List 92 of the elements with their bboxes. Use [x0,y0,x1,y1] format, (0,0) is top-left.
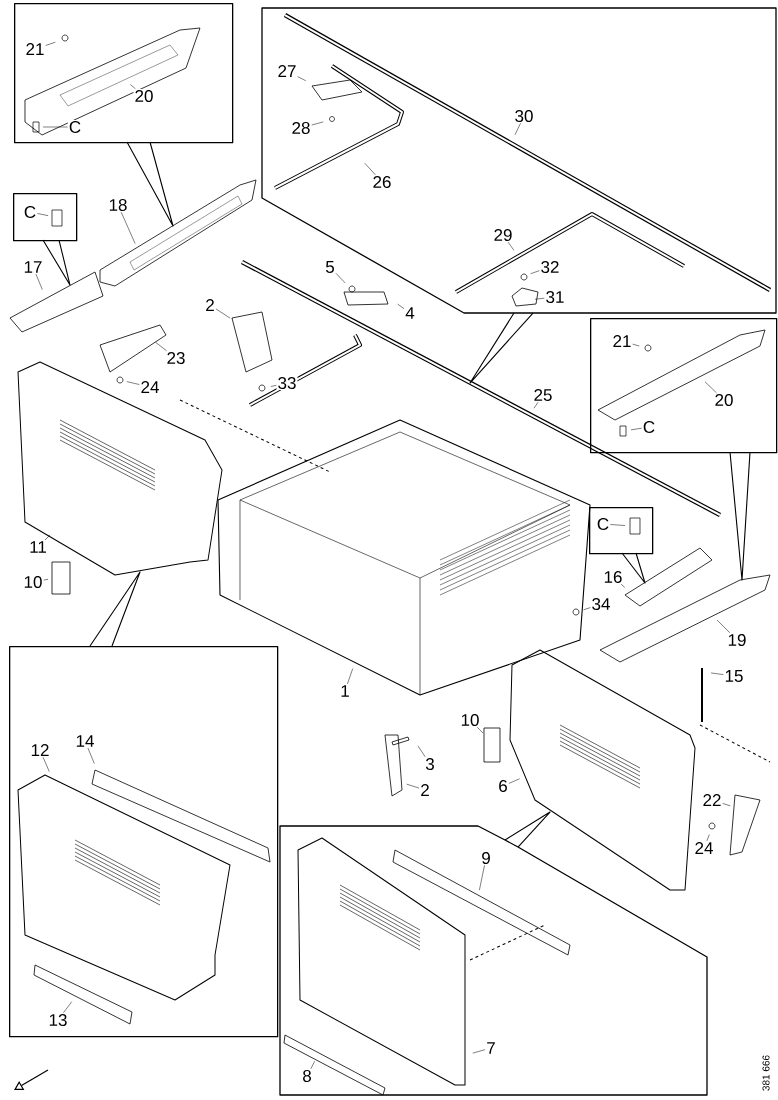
callout-number: C [67,120,83,135]
inset-frame [14,3,234,227]
callout-number: 20 [713,393,735,408]
callout-number: 28 [290,121,312,136]
leader-line [479,864,485,891]
leader-line [35,273,43,290]
callout-number: 17 [22,260,44,274]
leader-line [508,778,520,784]
callout-number: 29 [492,228,514,243]
callout-number: C [22,205,38,220]
callout-number: C [641,420,657,435]
callout-number: 2 [204,298,216,312]
leader-line [507,242,515,251]
callout-number: 24 [139,380,161,394]
leader-line [706,834,710,842]
callout-number: 25 [532,388,554,402]
leader-line [472,1049,486,1054]
leader-line [476,727,484,734]
callout-number: 14 [74,734,96,748]
leader-line [347,668,353,685]
callout-number: 19 [726,633,748,648]
leader-line [710,672,724,675]
figure-number: 381 666 [762,1055,770,1091]
leader-line [310,1060,315,1070]
callout-number: 22 [701,793,723,807]
leader-line [583,607,591,611]
leader-line [620,584,625,588]
callout-number: 9 [480,851,492,865]
callout-number: 8 [301,1069,313,1083]
leader-line [704,381,717,394]
leader-line [722,803,731,807]
inset-frame [590,318,778,581]
leader-line [126,381,140,385]
leader-line [87,747,95,764]
inset-frame [589,507,654,584]
callout-number: 33 [276,376,298,391]
leader-line [530,270,540,274]
callout-number: 27 [276,64,298,78]
leader-line [42,126,68,128]
callout-number: 32 [539,260,561,274]
leader-line [37,213,49,216]
callout-number: 4 [404,306,416,320]
callout-number: 20 [133,89,155,103]
leader-line [43,579,49,581]
leader-line [155,342,167,352]
callout-number: 23 [165,351,187,366]
callout-number: 13 [47,1013,69,1027]
leader-line [630,427,642,431]
callout-number: 18 [107,198,129,213]
leader-line [514,123,521,135]
callout-number: 21 [24,42,46,56]
callout-number: 16 [602,570,624,585]
callout-number: 11 [28,540,48,554]
leader-line [45,41,56,46]
leader-line [120,212,136,244]
leader-line [335,273,346,284]
inset-frame [13,193,78,286]
leader-line [417,745,426,758]
callout-number: 21 [611,334,633,348]
callout-number: 1 [339,684,351,698]
leader-line [364,162,376,176]
callout-number: 31 [544,290,566,305]
leader-line [632,343,640,347]
leader-line [42,756,50,772]
callout-number: C [595,517,611,531]
leader-line [311,121,324,126]
callout-number: 6 [497,779,509,794]
leader-line [63,1001,73,1014]
leader-line [534,297,545,300]
leader-line [406,783,420,789]
leader-line [397,303,405,309]
callout-number: 2 [419,783,431,797]
leader-line [533,401,539,409]
leader-line [610,524,626,526]
callout-number: 12 [29,743,51,757]
callout-number: 3 [424,757,436,772]
callout-number: 10 [22,575,44,589]
callout-number: 24 [693,841,715,855]
leader-line [716,619,731,634]
callout-number: 26 [371,175,393,189]
leader-line [130,84,136,90]
callout-number: 7 [485,1041,497,1055]
callout-number: 10 [459,713,481,728]
callout-number: 34 [590,597,612,611]
callout-number: 30 [513,109,535,124]
leader-line [270,385,277,387]
leader-line [44,534,51,541]
inset-frame [9,571,279,1038]
callout-number: 5 [324,260,336,274]
callout-number: 15 [723,669,745,683]
leader-line [297,76,307,82]
leader-line [215,308,231,319]
